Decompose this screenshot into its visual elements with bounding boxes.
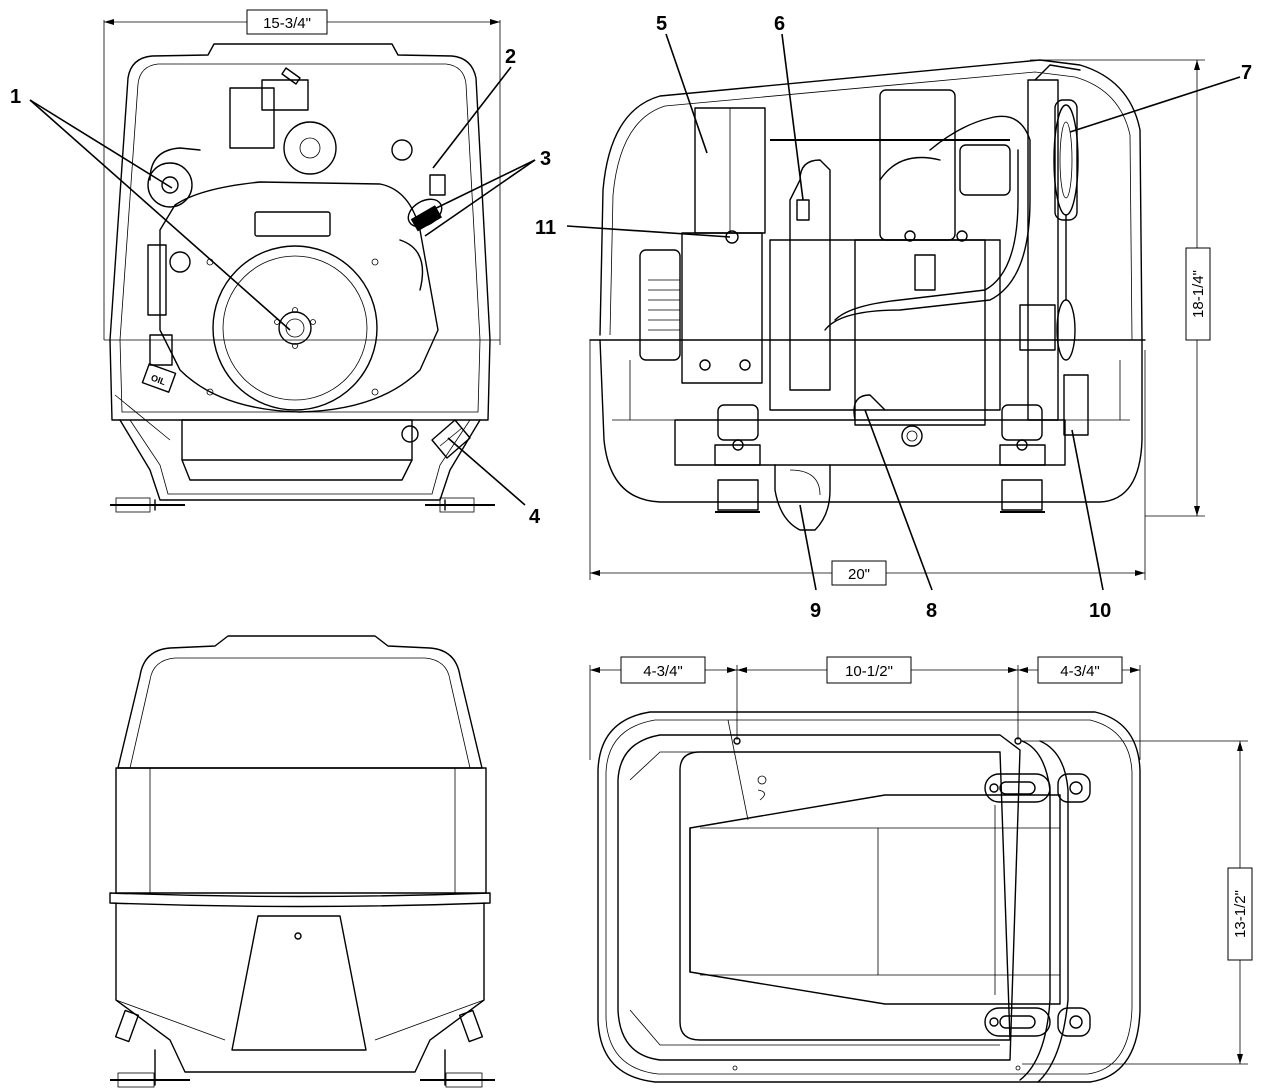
side-width-label: 20" bbox=[848, 566, 870, 583]
top-view: 4-3/4" 10-1/2" 4-3/4" 13-1/2" bbox=[589, 656, 1253, 1083]
top-left-label: 4-3/4" bbox=[643, 663, 683, 680]
side-height-box bbox=[1185, 247, 1211, 341]
callout-5: 5 bbox=[656, 13, 667, 35]
callout-2: 2 bbox=[505, 46, 516, 68]
side-width-box bbox=[831, 560, 887, 586]
callout-3: 3 bbox=[540, 148, 551, 170]
front-width-box bbox=[246, 9, 328, 35]
callout-4: 4 bbox=[529, 506, 541, 528]
top-left-box bbox=[620, 656, 706, 684]
callout-8: 8 bbox=[926, 600, 937, 622]
callout-1: 1 bbox=[10, 86, 21, 108]
callout-6: 6 bbox=[774, 13, 785, 35]
front-view: 15-3/4" bbox=[103, 9, 501, 513]
callout-7: 7 bbox=[1241, 62, 1252, 84]
rear-view bbox=[109, 635, 495, 1088]
top-right-box bbox=[1037, 656, 1123, 684]
top-depth-box bbox=[1227, 867, 1253, 961]
side-height-label: 18-1/4" bbox=[1190, 270, 1207, 318]
top-right-label: 4-3/4" bbox=[1060, 663, 1100, 680]
callouts: 1 2 3 4 5 6 7 8 9 10 11 bbox=[10, 13, 1252, 622]
callout-10: 10 bbox=[1089, 600, 1111, 622]
top-center-label: 10-1/2" bbox=[845, 663, 893, 680]
callout-11: 11 bbox=[535, 217, 556, 239]
top-center-box bbox=[826, 656, 912, 684]
top-depth-label: 13-1/2" bbox=[1232, 890, 1249, 938]
front-width-label: 15-3/4" bbox=[263, 15, 311, 32]
side-view: 18-1/4" 20" bbox=[589, 59, 1211, 586]
oil-decal-text: OIL bbox=[150, 373, 168, 388]
callout-9: 9 bbox=[810, 600, 821, 622]
